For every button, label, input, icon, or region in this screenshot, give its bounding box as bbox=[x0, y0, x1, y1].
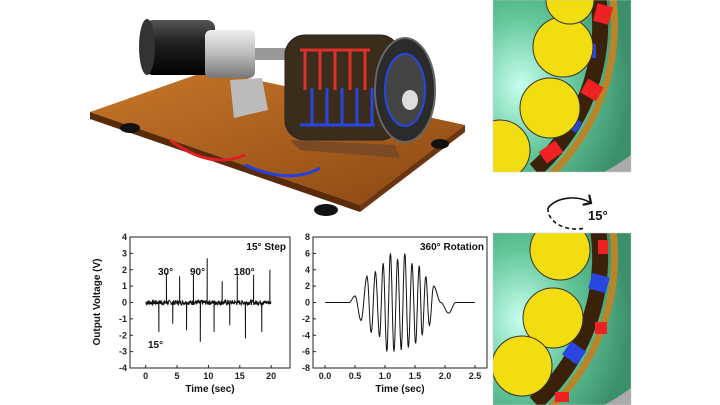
y-tick-label: 2 bbox=[305, 281, 310, 291]
rotation-indicator: 15° bbox=[547, 198, 608, 230]
annotation-90deg: 90° bbox=[190, 267, 205, 278]
motor-body bbox=[145, 20, 215, 75]
rotation-angle-label: 15° bbox=[588, 208, 608, 223]
y-tick-label: 0 bbox=[305, 298, 310, 308]
blue-wire bbox=[244, 163, 321, 178]
rotor-disc bbox=[493, 119, 531, 172]
foot bbox=[431, 139, 449, 149]
y-tick-label: -3 bbox=[119, 347, 127, 357]
y-tick-label: -6 bbox=[302, 347, 310, 357]
rotor-disc bbox=[519, 77, 581, 139]
rotor-view-after bbox=[493, 233, 631, 405]
x-tick-label: 2.0 bbox=[439, 371, 452, 381]
y-tick-label: 8 bbox=[305, 232, 310, 242]
chart-15-step: 0 5 10 15 20 -4 -3 -2 -1 0 1 2 3 4 15° Step Time (sec… bbox=[92, 232, 291, 395]
rotor-disc bbox=[493, 335, 553, 397]
y-tick-label: -2 bbox=[119, 330, 127, 340]
annotation-180deg: 180° bbox=[234, 267, 255, 278]
coupling bbox=[205, 30, 255, 78]
annotation-15deg: 15° bbox=[148, 340, 163, 351]
x-tick-label: 20 bbox=[266, 371, 276, 381]
foot bbox=[120, 123, 140, 133]
rotor-view-before bbox=[493, 0, 631, 172]
y-tick-label: -1 bbox=[119, 314, 127, 324]
x-tick-label: 10 bbox=[203, 371, 213, 381]
series-line-15-step bbox=[145, 258, 272, 342]
y-tick-label: 6 bbox=[305, 248, 310, 258]
y-tick-label: -4 bbox=[302, 330, 310, 340]
y-tick-label: -4 bbox=[119, 363, 127, 373]
x-tick-label: 15 bbox=[235, 371, 245, 381]
x-axis-label: Time (sec) bbox=[185, 384, 234, 395]
foot bbox=[314, 204, 338, 216]
y-tick-label: 3 bbox=[122, 248, 127, 258]
y-tick-label: -2 bbox=[302, 314, 310, 324]
x-tick-label: 5 bbox=[175, 371, 180, 381]
x-tick-label: 1.0 bbox=[379, 371, 392, 381]
annotation-30deg: 30° bbox=[158, 267, 173, 278]
y-tick-label: -8 bbox=[302, 363, 310, 373]
y-tick-label: 0 bbox=[122, 298, 127, 308]
y-tick-label: 4 bbox=[305, 265, 310, 275]
series-line-360-rotation bbox=[325, 253, 475, 352]
rotor-disc bbox=[522, 287, 584, 349]
x-tick-label: 2.5 bbox=[469, 371, 482, 381]
x-tick-label: 0 bbox=[143, 371, 148, 381]
y-axis-label: Output Voltage (V) bbox=[92, 258, 103, 345]
bearing-mount bbox=[230, 78, 268, 118]
rotor-disc bbox=[529, 233, 591, 281]
rotor-disc bbox=[532, 16, 594, 78]
y-tick-label: 1 bbox=[122, 281, 127, 291]
chart-360-rotation: 0.0 0.5 1.0 1.5 2.0 2.5 -8 -6 -4 -2 0 2 4 6 8 360° Rot… bbox=[302, 232, 488, 395]
y-tick-label: 2 bbox=[122, 265, 127, 275]
x-axis-label: Time (sec) bbox=[375, 384, 424, 395]
shaft bbox=[402, 90, 418, 110]
rotation-arrow-icon bbox=[547, 198, 591, 209]
x-tick-label: 1.5 bbox=[409, 371, 422, 381]
chart-title: 15° Step bbox=[246, 242, 286, 253]
blue-electrode bbox=[300, 88, 375, 127]
x-tick-label: 0.0 bbox=[319, 371, 332, 381]
base-board-edge bbox=[90, 112, 360, 212]
y-tick-label: 4 bbox=[122, 232, 127, 242]
red-electrode bbox=[300, 48, 370, 90]
red-wire bbox=[169, 138, 246, 162]
chart-title: 360° Rotation bbox=[420, 242, 484, 253]
generator-render bbox=[90, 19, 465, 216]
base-board bbox=[90, 70, 465, 205]
x-tick-label: 0.5 bbox=[349, 371, 362, 381]
